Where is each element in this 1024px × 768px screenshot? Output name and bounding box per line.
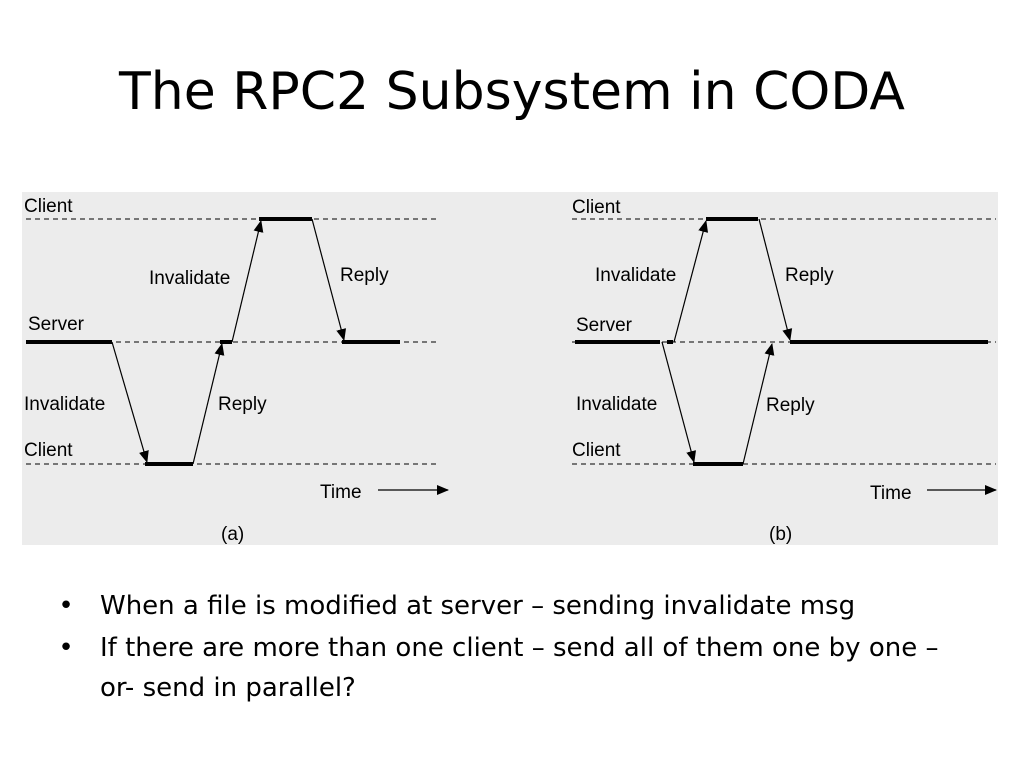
panel-a-reply-upper-label: Reply (340, 265, 389, 286)
panel-b-time-label: Time (870, 483, 912, 504)
panel-a-client-top-label: Client (24, 196, 73, 217)
panel-a-caption: (a) (221, 524, 244, 545)
panel-a-time-label: Time (320, 482, 362, 503)
bullet-item: • If there are more than one client – se… (56, 628, 976, 708)
bullet-marker: • (58, 591, 74, 621)
panel-b-reply-upper-label: Reply (785, 265, 834, 286)
bullet-item: • When a file is modified at server – se… (56, 586, 976, 626)
panel-b-invalidate-lower-label: Invalidate (576, 394, 657, 415)
bullet-marker: • (58, 633, 74, 663)
panel-b: Client Server Client Invalidate Reply In… (572, 197, 997, 545)
panel-a-reply-lower-label: Reply (218, 394, 267, 415)
slide-title: The RPC2 Subsystem in CODA (118, 62, 906, 122)
panel-b-invalidate-upper-label: Invalidate (595, 265, 676, 286)
panel-a-client-bottom-label: Client (24, 440, 73, 461)
panel-b-caption: (b) (769, 524, 792, 545)
rpc2-timing-figure: Client Server Client Invalidate Reply In… (22, 192, 998, 545)
bullet-text: When a file is modified at server – send… (100, 591, 856, 621)
panel-a-reply-lower-arrow (192, 343, 225, 465)
bullet-text: If there are more than one client – send… (100, 633, 939, 703)
panel-a-invalidate-upper-arrow (231, 220, 264, 343)
panel-b-reply-upper-arrow (758, 218, 793, 341)
panel-b-invalidate-upper-arrow (673, 220, 709, 343)
panel-b-reply-lower-arrow (742, 343, 775, 465)
panel-b-client-bottom-label: Client (572, 440, 621, 461)
panel-b-reply-lower-label: Reply (766, 395, 815, 416)
panel-a: Client Server Client Invalidate Reply In… (24, 196, 449, 545)
panel-a-invalidate-lower-label: Invalidate (24, 394, 105, 415)
timing-diagrams: Client Server Client Invalidate Reply In… (24, 196, 997, 545)
panel-a-reply-upper-arrow (311, 218, 347, 341)
panel-a-server-label: Server (28, 314, 85, 335)
panel-a-invalidate-upper-label: Invalidate (149, 268, 230, 289)
panel-b-invalidate-lower-arrow (661, 341, 696, 463)
bullet-list: • When a file is modified at server – se… (56, 586, 976, 710)
panel-b-client-top-label: Client (572, 197, 621, 218)
panel-a-invalidate-lower-arrow (111, 341, 149, 463)
panel-b-server-label: Server (576, 315, 633, 336)
